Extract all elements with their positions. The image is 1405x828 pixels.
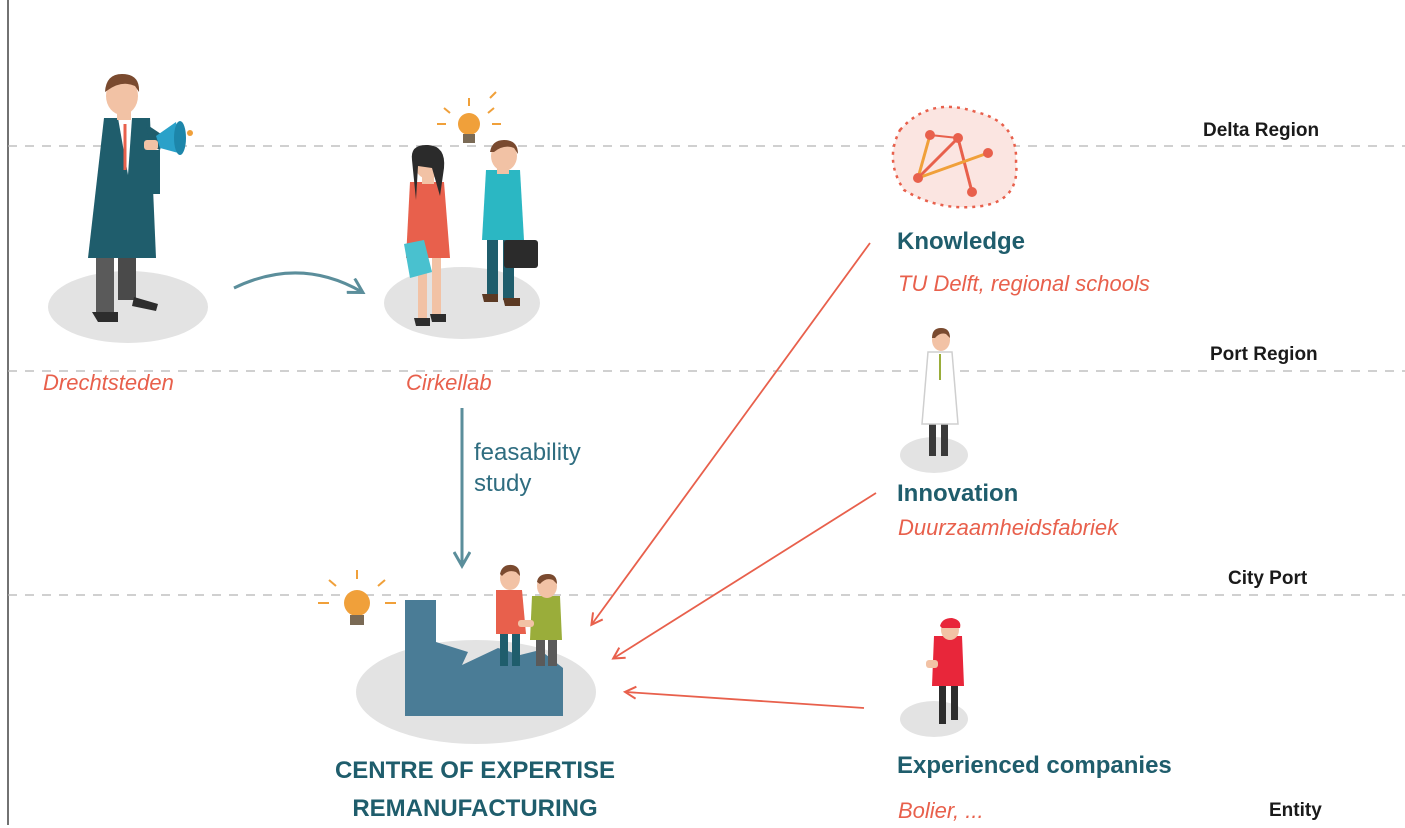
region-label-delta: Delta Region bbox=[1203, 120, 1320, 141]
feasibility-line2: study bbox=[474, 470, 532, 497]
drechtsteden-figure bbox=[48, 74, 208, 343]
companies-arrow bbox=[626, 692, 865, 709]
factory-figure bbox=[318, 564, 596, 744]
feasibility-label: feasability study bbox=[474, 437, 581, 499]
innovation-arrow bbox=[614, 492, 877, 658]
centre-title: CENTRE OF EXPERTISE REMANUFACTURING bbox=[305, 752, 645, 828]
centre-title-line1: CENTRE OF EXPERTISE bbox=[334, 757, 616, 784]
feasibility-line1: feasability bbox=[474, 439, 581, 466]
region-label-entity: Entity bbox=[1269, 800, 1322, 821]
knowledge-detail: TU Delft, regional schools bbox=[898, 271, 1150, 296]
flow-arrow-to-cirkellab bbox=[233, 271, 362, 292]
innovation-figure bbox=[900, 328, 968, 473]
innovation-title: Innovation bbox=[897, 480, 1019, 507]
knowledge-network-icon bbox=[891, 105, 1018, 209]
region-label-city: City Port bbox=[1228, 568, 1308, 589]
region-label-port: Port Region bbox=[1210, 344, 1318, 365]
companies-figure bbox=[900, 618, 968, 737]
cirkellab-label: Cirkellab bbox=[406, 370, 492, 395]
companies-title: Experienced companies bbox=[897, 752, 1172, 779]
companies-detail: Bolier, ... bbox=[898, 798, 984, 823]
centre-title-line2: REMANUFACTURING bbox=[352, 795, 598, 822]
knowledge-arrow bbox=[592, 242, 871, 624]
cirkellab-figure bbox=[384, 91, 540, 339]
drechtsteden-label: Drechtsteden bbox=[43, 370, 174, 395]
knowledge-title: Knowledge bbox=[897, 228, 1026, 255]
innovation-detail: Duurzaamheidsfabriek bbox=[898, 515, 1119, 540]
lightbulb-icon bbox=[318, 570, 396, 625]
lightbulb-icon bbox=[437, 91, 501, 143]
